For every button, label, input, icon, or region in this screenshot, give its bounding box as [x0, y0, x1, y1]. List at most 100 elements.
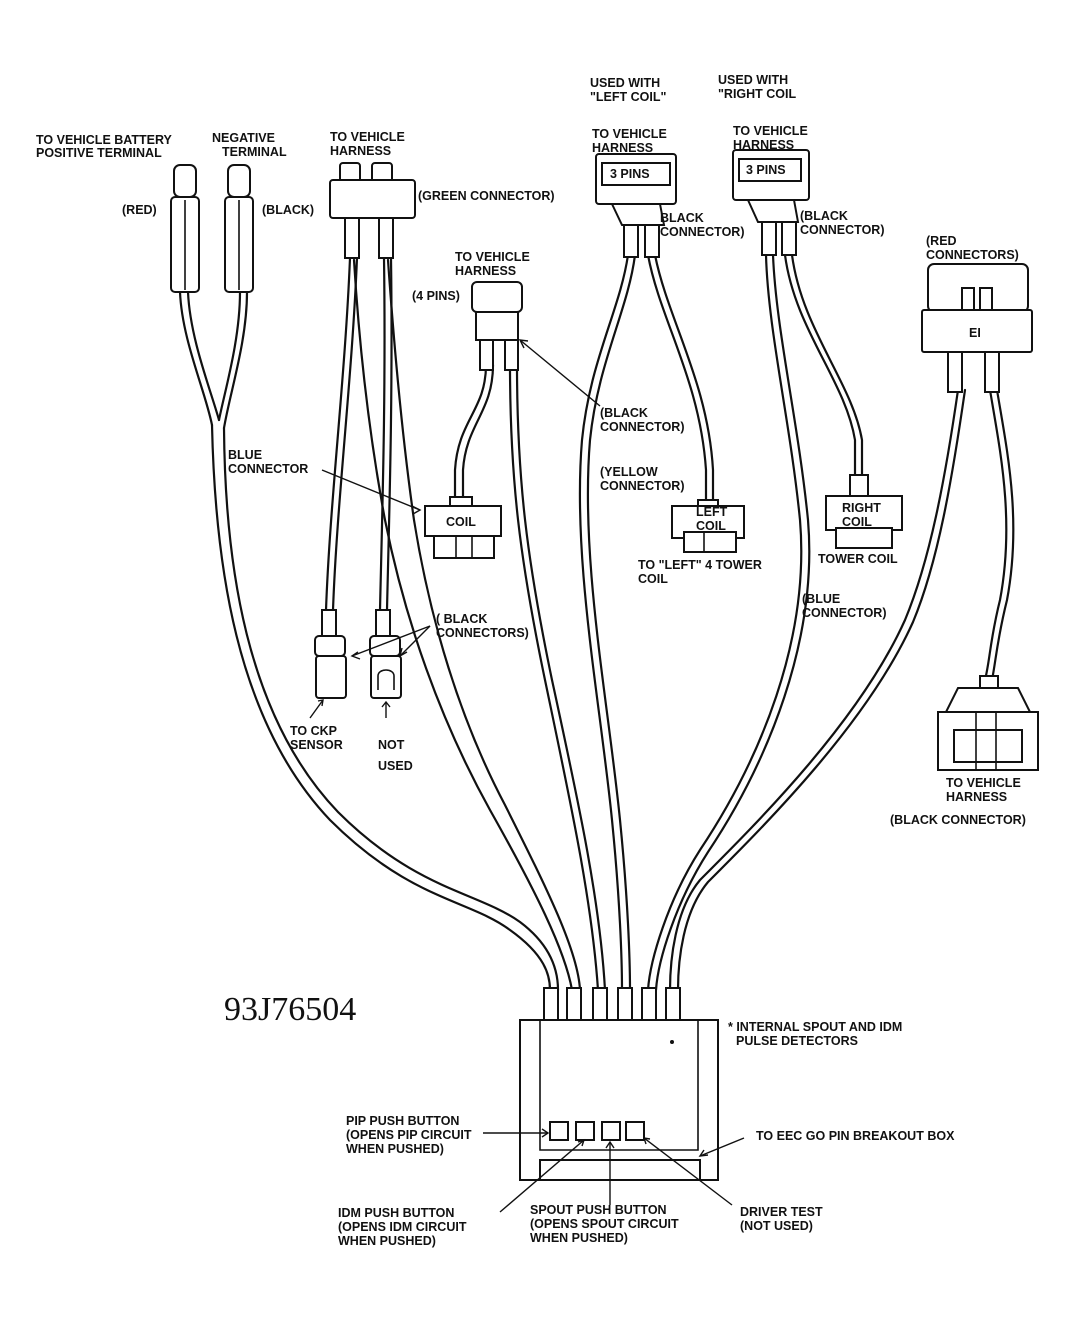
wire-red-lead: [178, 290, 214, 427]
label-ei: EI: [969, 326, 981, 340]
label-spout-2: (OPENS SPOUT CIRCUIT: [530, 1217, 679, 1231]
label-neg-terminal-2: TERMINAL: [222, 145, 287, 159]
label-blue-connector-1: BLUE: [228, 448, 262, 462]
label-black-conn-left-1: BLACK: [660, 211, 704, 225]
label-battery-pos-1: TO VEHICLE BATTERY: [36, 133, 173, 147]
label-to-left-tower-1: TO "LEFT" 4 TOWER: [638, 558, 762, 572]
label-not-used-1: NOT: [378, 738, 405, 752]
label-black-connectors-2: CONNECTORS): [436, 626, 529, 640]
wire-green-main-inner: [386, 258, 582, 992]
wire-yellow-inner: [653, 253, 715, 507]
label-right-coil-2: COIL: [842, 515, 872, 529]
label-yellow-connector-2: CONNECTOR): [600, 479, 685, 493]
figure-id: 93J76504: [224, 991, 356, 1028]
label-tower-coil: TOWER COIL: [818, 552, 898, 566]
wire-yellow: [646, 253, 708, 507]
label-left-coil-2: COIL: [696, 519, 726, 533]
label-harness-left-1: TO VEHICLE: [592, 127, 667, 141]
label-yellow-connector-1: (YELLOW: [600, 465, 658, 479]
label-pip-3: WHEN PUSHED): [346, 1142, 444, 1156]
wire-rightcoil-main: [646, 253, 803, 992]
label-used-left-2: "LEFT COIL": [590, 90, 667, 104]
ckp-connector: [314, 609, 347, 699]
wire-ei-black-inner: [990, 388, 1015, 682]
label-internal-2: PULSE DETECTORS: [736, 1034, 858, 1048]
wire-ei-main: [668, 388, 960, 992]
driver-test-button[interactable]: [625, 1121, 645, 1141]
wire-ei-black: [983, 388, 1008, 682]
label-idm-2: (OPENS IDM CIRCUIT: [338, 1220, 467, 1234]
label-harness-black-2: HARNESS: [946, 790, 1007, 804]
label-red-connectors-1: (RED: [926, 234, 957, 248]
spout-button[interactable]: [601, 1121, 621, 1141]
label-harness-right-1: TO VEHICLE: [733, 124, 808, 138]
label-ckp-1: TO CKP: [290, 724, 337, 738]
wire-rightcoil-tower-inner: [790, 253, 864, 482]
label-harness-4pin-2: HARNESS: [455, 264, 516, 278]
label-black: (BLACK): [262, 203, 314, 217]
wire-leftcoil-main-inner: [586, 253, 637, 992]
wire-battery-main-inner: [222, 426, 560, 992]
ei-red-connector: [921, 263, 1033, 393]
label-harness-right-2: HARNESS: [733, 138, 794, 152]
not-used-connector: [369, 609, 402, 699]
label-spout-3: WHEN PUSHED): [530, 1231, 628, 1245]
wire-notused: [378, 256, 386, 612]
wire-rightcoil-main-inner: [654, 253, 811, 992]
label-harness-black-1: TO VEHICLE: [946, 776, 1021, 790]
wire-leftcoil-main: [578, 253, 630, 992]
pip-button[interactable]: [549, 1121, 569, 1141]
label-pip-2: (OPENS PIP CIRCUIT: [346, 1128, 472, 1142]
wire-ei-main-inner: [676, 388, 967, 992]
wire-coil-a: [453, 363, 488, 502]
label-four-pins: (4 PINS): [412, 289, 460, 303]
battery-black-clip: [224, 164, 254, 293]
four-pin-connector: [471, 281, 523, 371]
harness-black-connector: [937, 675, 1039, 771]
label-used-right-1: USED WITH: [718, 73, 788, 87]
label-idm-1: IDM PUSH BUTTON: [338, 1206, 454, 1220]
label-used-right-2: "RIGHT COIL: [718, 87, 797, 101]
wire-4pin-main-inner: [515, 363, 607, 992]
wire-black-lead: [217, 290, 242, 422]
battery-red-clip: [170, 164, 200, 293]
labels: TO VEHICLE BATTERY POSITIVE TERMINAL NEG…: [36, 73, 1026, 1248]
wire-coil-b: [461, 363, 495, 502]
label-driver-2: (NOT USED): [740, 1219, 813, 1233]
label-ckp-2: SENSOR: [290, 738, 343, 752]
wire-red-lead-inner: [186, 290, 221, 422]
label-used-left-1: USED WITH: [590, 76, 660, 90]
wire-black-lead-inner: [222, 290, 249, 430]
label-harness-green-2: HARNESS: [330, 144, 391, 158]
idm-button[interactable]: [575, 1121, 595, 1141]
label-black-conn-right-1: (BLACK: [800, 209, 848, 223]
right-coil-harness-connector: [732, 149, 810, 256]
label-blue-connector-2: CONNECTOR: [228, 462, 308, 476]
label-spout-1: SPOUT PUSH BUTTON: [530, 1203, 667, 1217]
right-coil-connector: [825, 474, 903, 549]
detector-dot: [670, 1040, 674, 1044]
label-green-connector: (GREEN CONNECTOR): [418, 189, 555, 203]
label-left-coil-1: LEFT: [696, 505, 728, 519]
label-three-pins-left: 3 PINS: [610, 167, 650, 181]
label-black-conn-mid-2: CONNECTOR): [600, 420, 685, 434]
left-coil-harness-connector: [595, 153, 677, 258]
label-not-used-2: USED: [378, 759, 413, 773]
label-harness-4pin-1: TO VEHICLE: [455, 250, 530, 264]
wire-battery-main: [210, 423, 552, 992]
label-black-connectors-1: ( BLACK: [436, 612, 487, 626]
label-harness-left-2: HARNESS: [592, 141, 653, 155]
green-connector: [329, 162, 416, 259]
label-blue-connector2-2: CONNECTOR): [802, 606, 887, 620]
left-coil-yellow-connector: [671, 499, 745, 553]
label-eec: TO EEC GO PIN BREAKOUT BOX: [756, 1129, 955, 1143]
label-battery-pos-2: POSITIVE TERMINAL: [36, 146, 162, 160]
label-to-left-tower-2: COIL: [638, 572, 668, 586]
label-black-conn-right-2: CONNECTOR): [800, 223, 885, 237]
label-neg-terminal-1: NEGATIVE: [212, 131, 275, 145]
label-black-conn-left-2: CONNECTOR): [660, 225, 745, 239]
label-internal-1: * INTERNAL SPOUT AND IDM: [728, 1020, 902, 1034]
label-black-conn-mid-1: (BLACK: [600, 406, 648, 420]
label-black-connector-bottom: (BLACK CONNECTOR): [890, 813, 1026, 827]
